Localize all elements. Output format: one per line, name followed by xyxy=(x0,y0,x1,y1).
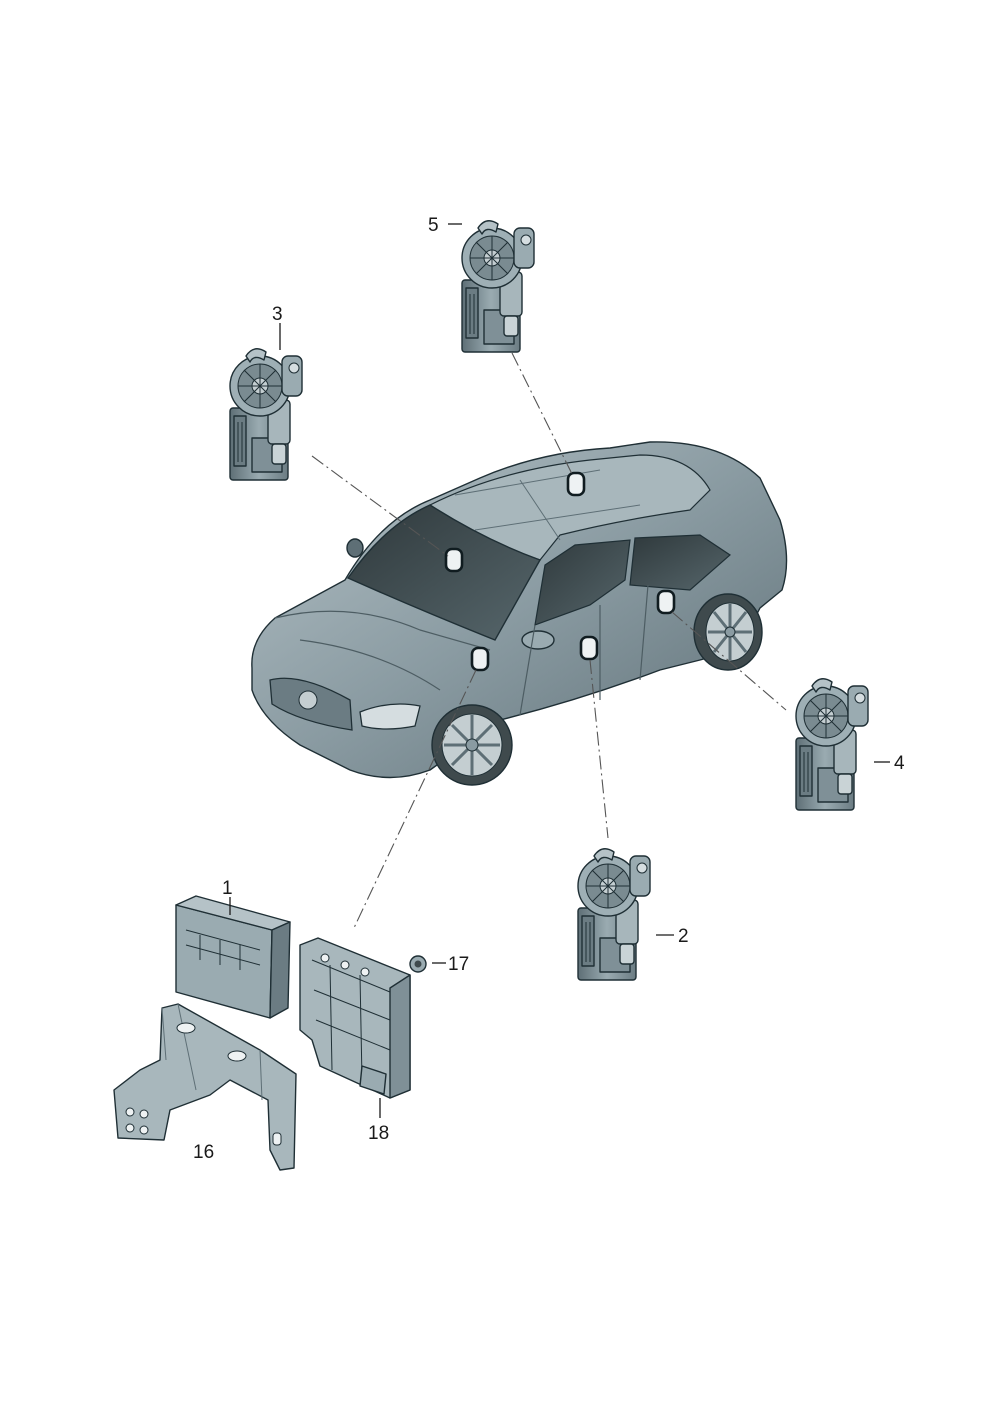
callout-label-1: 1 xyxy=(222,878,233,899)
holder-part-18 xyxy=(299,937,411,1099)
window-motor-part-4 xyxy=(795,678,869,811)
window-motor-part-5 xyxy=(461,220,535,353)
dashed-leader-lines xyxy=(311,352,787,931)
callout-label-3: 3 xyxy=(272,304,283,325)
marker-icon-front-door xyxy=(470,646,490,672)
callout-label-5: 5 xyxy=(428,215,439,236)
marker-icon-windshield xyxy=(444,547,464,573)
window-motor-part-2 xyxy=(577,848,651,981)
callout-label-17: 17 xyxy=(448,954,469,975)
control-unit-part-1 xyxy=(175,895,291,1019)
bracket-part-16 xyxy=(113,1003,297,1171)
callout-leaders xyxy=(229,223,890,1118)
marker-icon-roof xyxy=(566,471,586,497)
car-illustration xyxy=(251,441,788,786)
callout-label-2: 2 xyxy=(678,926,689,947)
marker-icon-driver-door xyxy=(579,635,599,661)
callout-label-16: 16 xyxy=(193,1142,214,1163)
callout-label-18: 18 xyxy=(368,1123,389,1144)
nut-part-17 xyxy=(409,955,427,973)
callout-label-4: 4 xyxy=(894,753,905,774)
window-motor-part-3 xyxy=(229,348,303,481)
marker-icon-rear-side xyxy=(656,589,676,615)
